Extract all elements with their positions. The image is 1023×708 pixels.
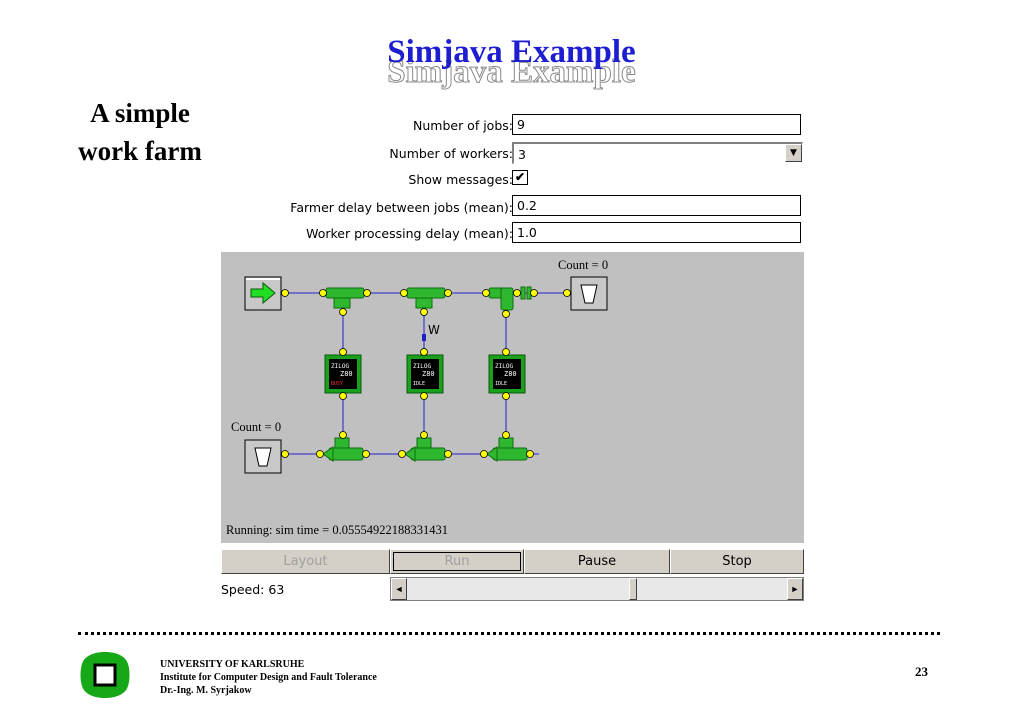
message-marker [422, 334, 426, 341]
source-arrow-icon [244, 276, 282, 311]
workers-label: Number of workers: [389, 146, 513, 161]
chip-1-line2: Z80 [340, 370, 353, 378]
message-label: W [428, 323, 440, 337]
speed-label: Speed: 63 [221, 582, 285, 597]
checkmark-icon: ✔ [514, 170, 526, 184]
slide-title-shadow: Simjava Example [387, 54, 636, 91]
worker-delay-label: Worker processing delay (mean): [306, 226, 513, 241]
chip-2-line1: ZILOG [413, 363, 431, 370]
chip-3-line1: ZILOG [495, 363, 513, 370]
slide-title: Simjava Example Simjava Example [0, 34, 1023, 91]
bottom-pipes [322, 437, 528, 462]
page-number: 23 [915, 664, 928, 679]
count-left: Count = 0 [231, 420, 282, 434]
slide-subtitle: A simple work farm [40, 94, 240, 170]
chip-1-state: BUSY [331, 381, 343, 387]
layout-button[interactable]: Layout [221, 549, 390, 574]
speed-slider-thumb[interactable] [629, 578, 637, 600]
subtitle-line-1: A simple [90, 98, 190, 128]
show-messages-checkbox[interactable]: ✔ [512, 170, 528, 185]
sim-status: Running: sim time = 0.05554922188331431 [226, 523, 448, 537]
footer-info: UNIVERSITY OF KARLSRUHE Institute for Co… [160, 658, 377, 697]
chip-3-line2: Z80 [504, 370, 517, 378]
pause-button[interactable]: Pause [524, 549, 670, 574]
stop-button[interactable]: Stop [670, 549, 804, 574]
subtitle-line-2: work farm [78, 136, 202, 166]
workers-select[interactable]: 3 ▼ [512, 142, 803, 164]
footer-divider [78, 632, 940, 635]
ports [281, 289, 571, 458]
worker-chip-1[interactable]: ZILOG Z80 BUSY [324, 354, 362, 394]
simulation-canvas: W ZILOG Z80 BUSY ZILOG Z80 IDLE ZILOG Z8… [244, 276, 608, 474]
chip-3-state: IDLE [495, 381, 507, 387]
footer-line-3: Dr.-Ing. M. Syrjakow [160, 685, 252, 696]
chevron-down-icon[interactable]: ▼ [785, 144, 802, 162]
chip-2-state: IDLE [413, 381, 425, 387]
jobs-label: Number of jobs: [413, 118, 513, 133]
count-top: Count = 0 [558, 258, 609, 272]
farmer-delay-label: Farmer delay between jobs (mean): [290, 200, 513, 215]
scroll-right-icon[interactable]: ► [787, 578, 803, 600]
simulation-panel[interactable]: W ZILOG Z80 BUSY ZILOG Z80 IDLE ZILOG Z8… [221, 252, 804, 543]
jobs-input[interactable]: 9 [512, 114, 801, 135]
farmer-delay-input[interactable]: 0.2 [512, 195, 801, 216]
top-pipes [325, 286, 532, 311]
workers-select-value: 3 [518, 147, 526, 162]
slide-title-text: Simjava Example [387, 34, 636, 70]
footer-line-1: UNIVERSITY OF KARLSRUHE [160, 659, 305, 670]
worker-chip-2[interactable]: ZILOG Z80 IDLE [406, 354, 444, 394]
worker-delay-input[interactable]: 1.0 [512, 222, 801, 243]
run-button[interactable]: Run [390, 549, 524, 574]
scroll-left-icon[interactable]: ◄ [391, 578, 407, 600]
chip-2-line2: Z80 [422, 370, 435, 378]
sink-bucket-icon-left [244, 439, 282, 474]
footer-line-2: Institute for Computer Design and Fault … [160, 672, 377, 683]
chip-1-line1: ZILOG [331, 363, 349, 370]
worker-chip-3[interactable]: ZILOG Z80 IDLE [488, 354, 526, 394]
speed-scrollbar[interactable]: ◄ ► [390, 577, 804, 601]
show-messages-label: Show messages: [408, 172, 513, 187]
sink-bucket-icon-top [570, 276, 608, 311]
university-logo-icon [80, 652, 130, 698]
